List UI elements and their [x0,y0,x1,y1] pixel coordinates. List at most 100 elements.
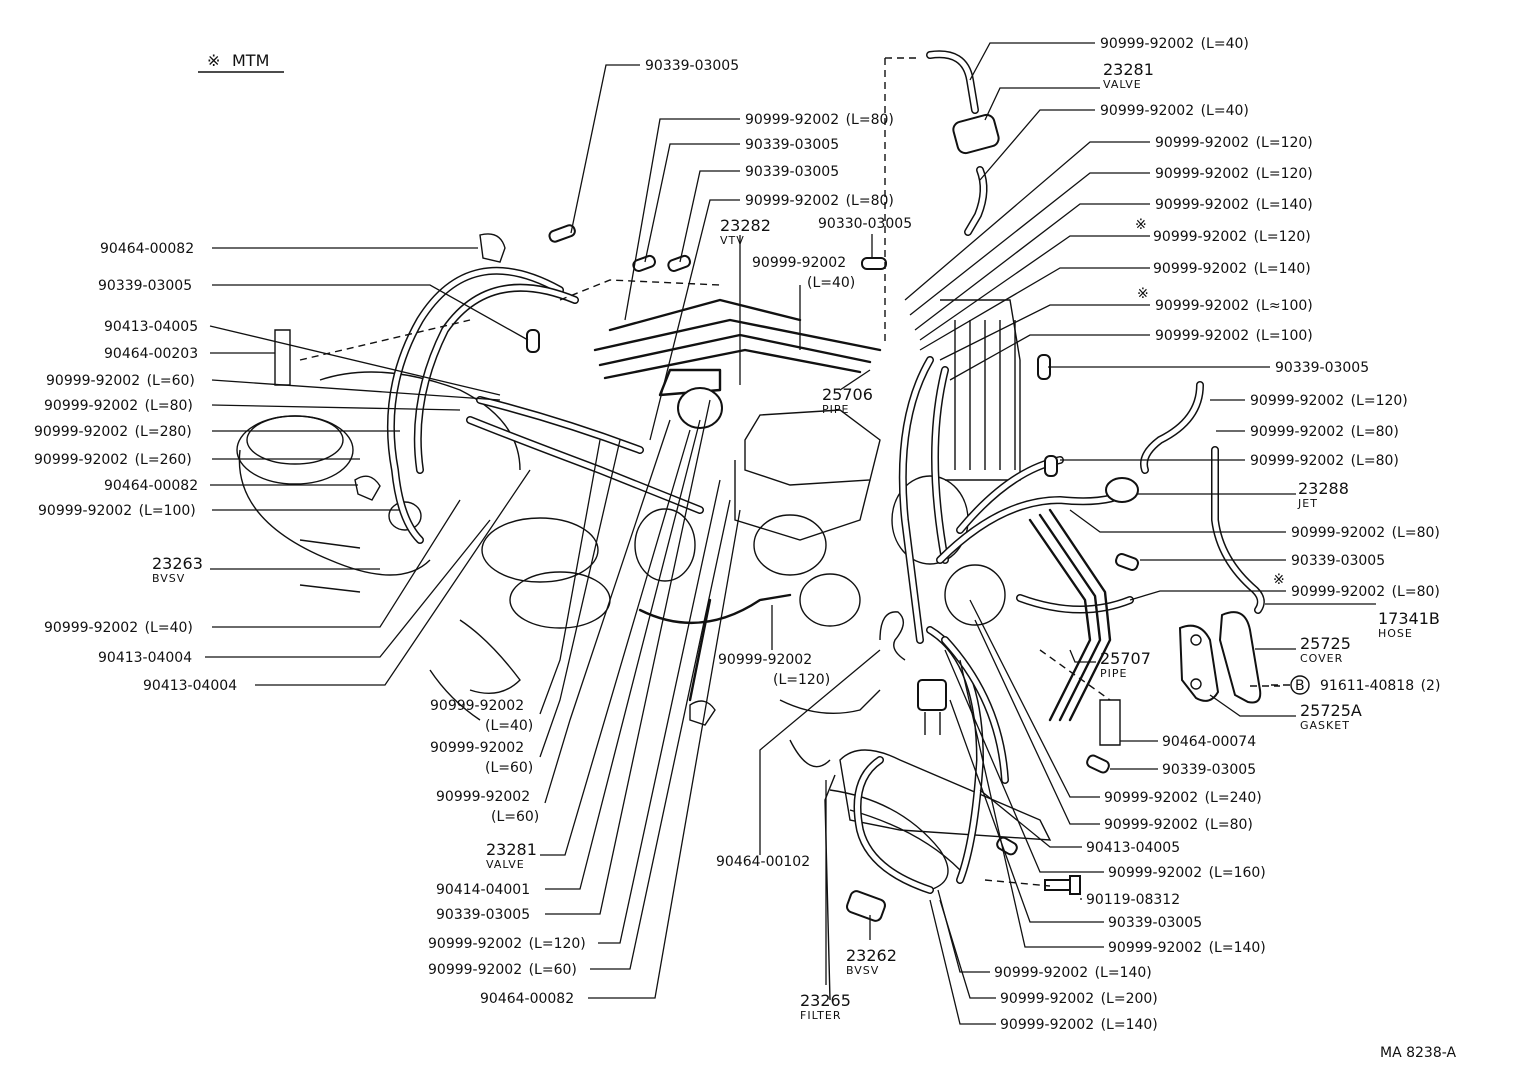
leader-line [212,284,529,341]
round-housing [799,573,861,627]
hose-below-valve-inner [965,167,986,235]
leader-line [649,199,740,441]
leader-line [570,64,640,234]
leader-line [944,649,1104,873]
hose-length: (L=80) [1392,525,1440,541]
leader-line [539,439,621,758]
part-name: GASKET [1300,719,1350,732]
leader-line [979,109,1095,181]
callout-c09: 90464-00082 [100,241,478,257]
leader-line [959,659,1104,948]
callout-c30: 90999-92002(L=60) [428,499,731,978]
short-hose [861,257,887,270]
hose-length: (L=140) [1209,940,1266,956]
leader-line [205,519,491,658]
part-number: 90999-92002 [1155,298,1249,314]
hose-length: (L=80) [1392,584,1440,600]
air-cleaner-top [236,415,354,485]
hose-length: (L=40) [807,275,855,291]
clamp [689,700,716,726]
bolt-head [1069,875,1081,895]
mtm-mark: ※ [1137,286,1149,302]
leader-line [939,304,1150,361]
callout-c41: 90999-92002(L=120) [909,166,1313,316]
hose-length: (L=140) [1254,261,1311,277]
leader-line [759,649,881,855]
part-number: 90999-92002 [1153,261,1247,277]
callout-c43: ※90999-92002(L=120) [919,217,1311,341]
leader-line [209,325,501,396]
hose-length: (L=240) [1205,790,1262,806]
short-hose [667,254,691,272]
part-number: 90999-92002 [430,698,524,714]
part-number: 90413-04004 [143,678,237,694]
leader-line [979,789,1082,848]
part-number: 90999-92002 [1250,393,1344,409]
hose-length: (L=60) [147,373,195,389]
dashed-ref-line [299,319,471,361]
hose-runs [386,50,1265,894]
air-cleaner-ring [246,415,344,465]
part-number: 90999-92002 [44,620,138,636]
bvsv-center [917,679,947,711]
part-number: 90339-03005 [745,137,839,153]
leader-line [211,379,501,401]
part-number: 25725A [1300,701,1362,720]
part-number: 23265 [800,991,851,1010]
leader-line [939,899,996,999]
leader-line [949,334,1150,381]
clamp-bracket [274,329,291,386]
left-lower-line [429,669,481,721]
part-name: VTV [720,234,745,247]
part-number: 90999-92002 [1108,865,1202,881]
part-number: 90464-00082 [104,478,198,494]
dashed-ref-line [984,879,1051,887]
callout-c50: 90999-92002(L=80) [1060,453,1399,469]
callout-c15: 90999-92002(L=280) [34,424,400,440]
clamp [479,233,506,263]
part-name: FILTER [800,1009,842,1022]
cover-25725 [1218,611,1262,704]
part-number: 90339-03005 [745,164,839,180]
leader-line [929,899,996,1025]
callout-c21: 90413-04004 [98,519,491,666]
pipe-25707 [1028,518,1092,722]
part-number: 90999-92002 [1250,424,1344,440]
leader-line [590,499,731,970]
callout-c11: 90413-04005 [104,319,501,396]
bvsv-23262 [846,890,886,922]
callout-c07: 90330-03005 [818,216,912,258]
callout-c13: 90999-92002(L=60) [46,373,501,401]
part-number: 90339-03005 [1162,762,1256,778]
part-name: PIPE [822,403,849,416]
leader-line [539,439,601,715]
leader-line [904,141,1150,301]
callout-c66: 90119-08312 [1080,892,1180,908]
part-number: 90999-92002 [1000,991,1094,1007]
part-number: 90999-92002 [1000,1017,1094,1033]
part-number: 90999-92002 [1100,103,1194,119]
part-number: 90999-92002 [1291,525,1385,541]
callout-c27: 90414-04001 [436,419,701,898]
lower-center-outline-2 [789,739,831,768]
part-name: VALVE [1103,78,1142,91]
hose-top-valve-inner [927,51,978,113]
part-number: 90999-92002 [718,652,812,668]
figure-id: MA 8238-A [1380,1045,1456,1061]
callout-c10: 90339-03005 [98,278,529,341]
hose-length: (L=80) [1351,453,1399,469]
leader-line [679,170,740,263]
bvsv-left-body [388,501,422,531]
mtm-mark: ※ [1273,572,1285,588]
part-number: 90413-04005 [104,319,198,335]
callout-c02: 90999-92002(L=80) [624,112,894,321]
callout-c29: 90999-92002(L=120) [428,479,721,952]
legend: ※ MTM [198,51,284,73]
callout-c54: ※90999-92002(L=80) [1129,572,1440,601]
hose-length: (L=280) [135,424,192,440]
